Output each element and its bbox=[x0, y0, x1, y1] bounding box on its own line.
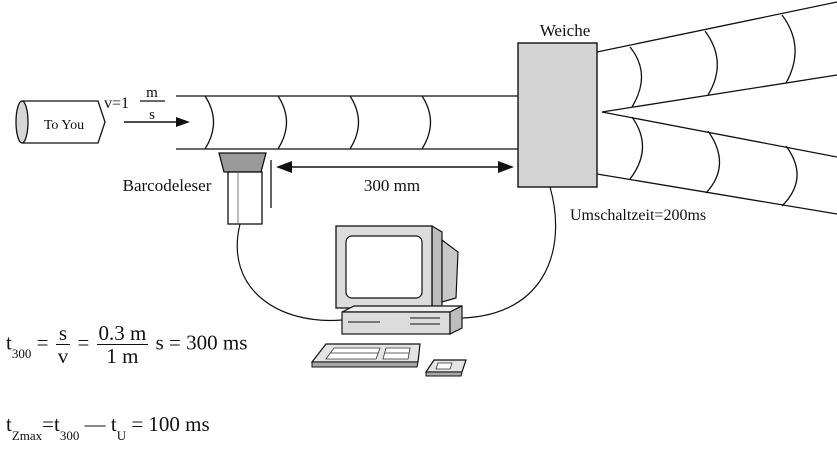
formula-tzmax-t300-subscript: 300 bbox=[59, 428, 80, 443]
velocity-prefix: v=1 bbox=[104, 95, 129, 112]
switch-time-label: Umschaltzeit=200ms bbox=[570, 207, 706, 224]
formula-t300-symbol: t bbox=[6, 330, 12, 355]
formula-t300-eq1: = bbox=[36, 330, 49, 355]
formula-tzmax-minus: — bbox=[84, 412, 106, 436]
monitor bbox=[335, 224, 459, 309]
velocity-label: v=1 m s bbox=[104, 85, 165, 123]
formula-t300-fraction-values-den: 1 m bbox=[106, 344, 139, 368]
formula-t300-fraction-sv: s v bbox=[55, 322, 71, 368]
flow-arrow bbox=[124, 117, 190, 127]
formula-t300-fraction-sv-den: v bbox=[57, 344, 69, 368]
switch-box: Weiche bbox=[517, 21, 598, 188]
formula-t300-result: s = 300 ms bbox=[155, 330, 248, 355]
formula-t300-fraction-values: 0.3 m 1 m bbox=[96, 321, 149, 368]
formula-tzmax-tu-subscript: U bbox=[116, 428, 127, 443]
formula-tzmax-tu-symbol: t bbox=[110, 412, 117, 436]
main-conveyor bbox=[176, 95, 518, 150]
cables bbox=[236, 186, 557, 322]
computer-case bbox=[341, 305, 463, 335]
barcode-reader: Barcodeleser bbox=[123, 152, 272, 225]
velocity-unit-den: s bbox=[149, 107, 155, 123]
formula-tzmax-symbol: t bbox=[6, 412, 12, 436]
to-you-cylinder: To You bbox=[15, 100, 106, 144]
formula-t300-fraction-sv-num: s bbox=[55, 322, 71, 345]
branch-conveyors: Umschaltzeit=200ms bbox=[570, 1, 837, 224]
formula-tzmax-t300-symbol: t bbox=[54, 412, 60, 436]
distance-dimension: 300 mm bbox=[276, 161, 514, 195]
computer bbox=[310, 224, 467, 377]
formula-tzmax-subscript: Zmax bbox=[11, 428, 43, 443]
distance-label: 300 mm bbox=[364, 176, 420, 195]
barcode-reader-label: Barcodeleser bbox=[123, 176, 212, 195]
switch-label: Weiche bbox=[540, 21, 591, 40]
formula-t300: t300 = s v = 0.3 m 1 m s = 300 ms bbox=[6, 322, 247, 367]
keyboard bbox=[310, 343, 421, 368]
mouse-pad bbox=[424, 359, 467, 377]
formula-tzmax-eq: = bbox=[42, 412, 55, 436]
formula-t300-subscript: 300 bbox=[11, 346, 32, 362]
formula-t300-eq2: = bbox=[77, 330, 90, 355]
formula-tzmax: tZmax=t300 — tU = 100 ms bbox=[6, 412, 210, 443]
to-you-label: To You bbox=[44, 118, 84, 133]
formula-tzmax-result: = 100 ms bbox=[131, 412, 210, 436]
monitor-screen bbox=[345, 235, 423, 299]
formula-t300-fraction-values-num: 0.3 m bbox=[96, 321, 149, 345]
velocity-unit-num: m bbox=[146, 85, 158, 101]
